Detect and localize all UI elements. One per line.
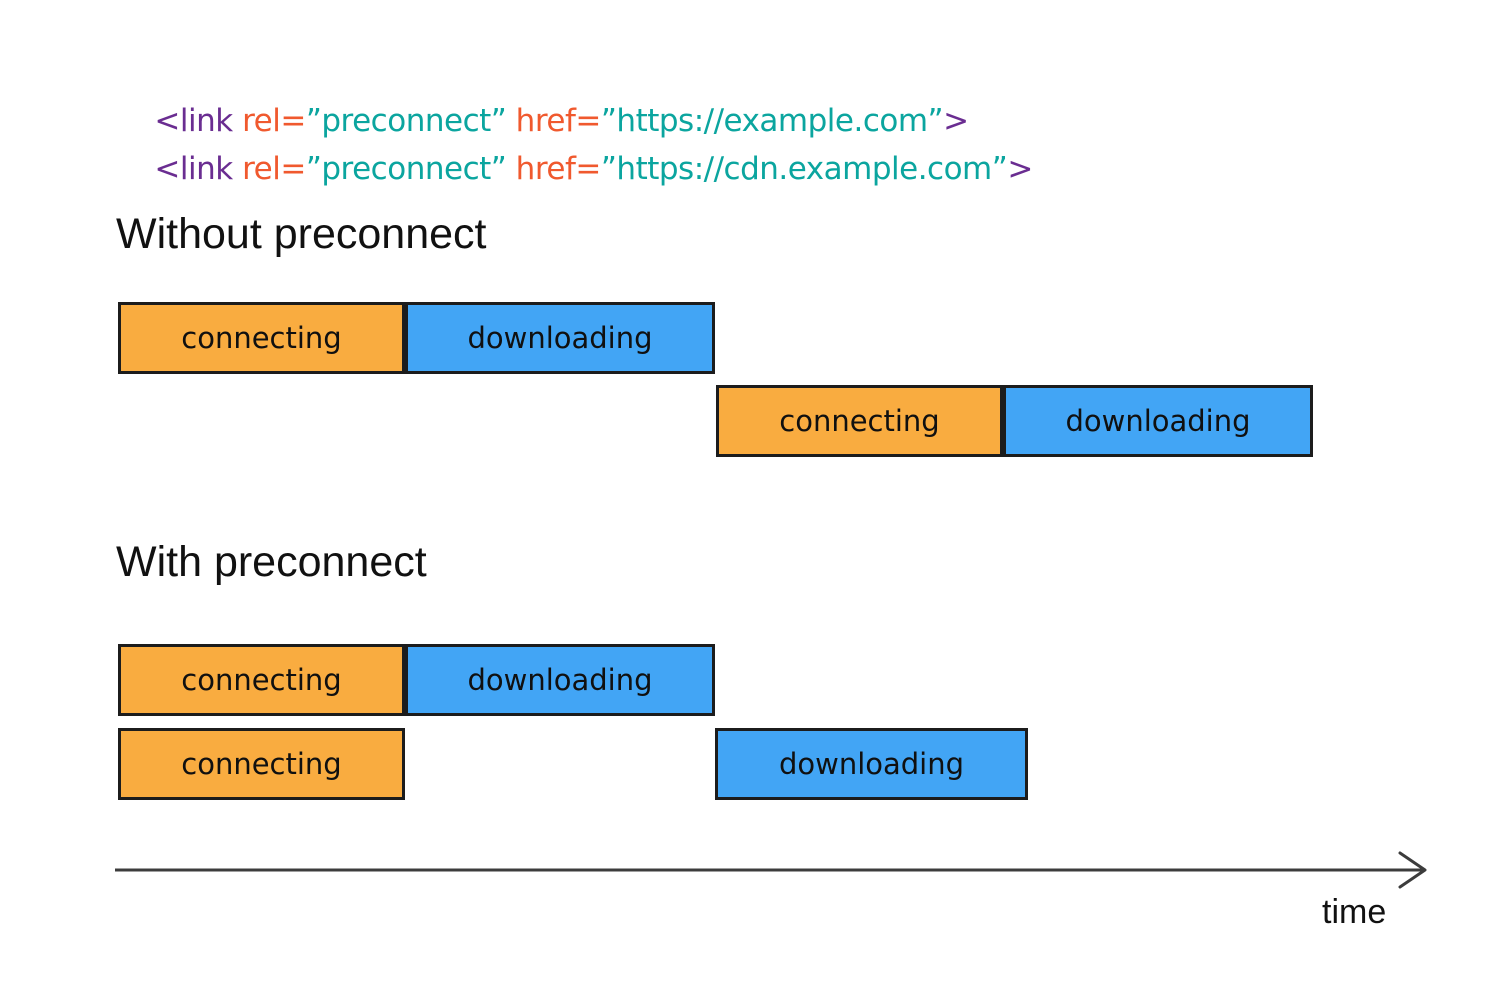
connecting-segment: connecting — [118, 302, 405, 374]
axis-arrowhead-icon — [1398, 851, 1427, 889]
time-axis — [115, 851, 1427, 889]
section-title-with-preconnect: With preconnect — [116, 538, 427, 586]
timeline-bar-without-resource-2: connecting downloading — [716, 385, 1313, 457]
code-token-href-attr: href= — [506, 103, 602, 139]
connecting-segment: connecting — [716, 385, 1003, 457]
downloading-segment: downloading — [715, 728, 1028, 800]
segment-label: connecting — [181, 747, 342, 781]
timeline-bar-without-resource-1: connecting downloading — [118, 302, 715, 374]
segment-label: downloading — [467, 321, 653, 355]
code-token-close-bracket: > — [943, 103, 969, 139]
code-token-link-tag: <link — [154, 151, 233, 187]
code-token-href-attr: href= — [506, 151, 602, 187]
code-token-rel-value: ”preconnect” — [305, 103, 507, 139]
segment-label: connecting — [779, 404, 940, 438]
downloading-segment: downloading — [405, 644, 715, 716]
section-title-without-preconnect: Without preconnect — [116, 210, 487, 258]
code-token-link-tag: <link — [154, 103, 233, 139]
segment-label: downloading — [1065, 404, 1251, 438]
segment-label: connecting — [181, 663, 342, 697]
code-token-href-value: ”https://example.com” — [600, 103, 944, 139]
time-axis-label: time — [1322, 893, 1387, 931]
code-token-rel-attr: rel= — [232, 103, 306, 139]
code-line-preconnect-cdn: <link rel=”preconnect” href=”https://cdn… — [117, 115, 1033, 223]
code-token-href-value: ”https://cdn.example.com” — [600, 151, 1008, 187]
connecting-segment: connecting — [118, 728, 405, 800]
timeline-bar-with-resource-1: connecting downloading — [118, 644, 715, 716]
downloading-segment: downloading — [405, 302, 715, 374]
segment-label: connecting — [181, 321, 342, 355]
code-token-rel-attr: rel= — [232, 151, 306, 187]
segment-label: downloading — [467, 663, 653, 697]
downloading-segment: downloading — [1003, 385, 1313, 457]
code-token-close-bracket: > — [1007, 151, 1033, 187]
connecting-segment: connecting — [118, 644, 405, 716]
code-line-preconnect-example: <link rel=”preconnect” href=”https://exa… — [117, 67, 969, 175]
segment-label: downloading — [778, 747, 965, 781]
code-token-rel-value: ”preconnect” — [305, 151, 507, 187]
